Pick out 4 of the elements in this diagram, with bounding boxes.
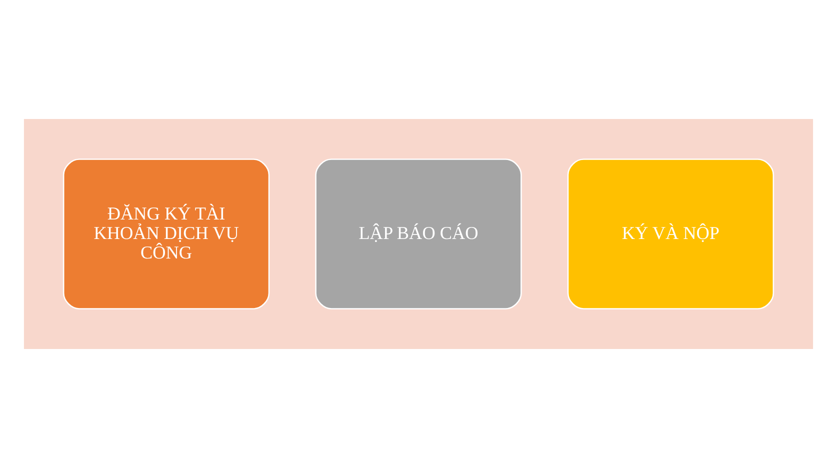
cluster	[24, 118, 814, 350]
node-box: ĐĂNG KÝ TÀI KHOẢN DỊCH VỤ CÔNG	[62, 158, 270, 310]
node-box: KÝ VÀ NỘP	[567, 158, 774, 310]
node-box: LẬP BÁO CÁO	[315, 158, 522, 310]
